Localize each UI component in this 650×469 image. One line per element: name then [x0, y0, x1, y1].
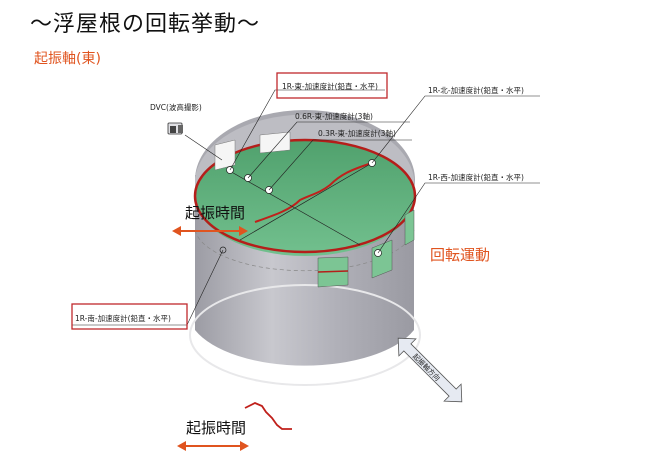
label-1r-east: 1R-東-加速度計(鉛直・水平) [282, 81, 378, 91]
label-1r-west: 1R-西-加速度計(鉛直・水平) [428, 172, 524, 182]
label-dvc: DVC(波高撮影) [150, 102, 202, 112]
sensor-1r-south [219, 246, 227, 254]
page-title: 〜浮屋根の回転挙動〜 [30, 12, 261, 37]
label-06r-east: 0.6R-東-加速度計(3軸) [295, 111, 373, 121]
wave-line [254, 162, 373, 223]
label-1r-south: 1R-南-加速度計(鉛直・水平) [75, 313, 171, 323]
double-arrow-top-icon [172, 226, 248, 236]
highlight-box-east [276, 72, 388, 99]
video-camera-icon [167, 122, 183, 135]
floating-roof [195, 136, 415, 256]
excitation-time-label-top: 起振時間 [185, 204, 245, 222]
excitation-axis-label: 起振軸(東) [34, 51, 101, 67]
label-03r-east: 0.3R-東-加速度計(3軸) [318, 128, 396, 138]
excitation-direction-arrow-icon: 起振軸方向 [397, 337, 463, 403]
rotation-label: 回転運動 [430, 246, 490, 264]
excitation-time-label-bottom: 起振時間 [186, 419, 246, 437]
highlight-box-south [71, 303, 188, 330]
wave-sample-line [244, 402, 292, 430]
tank-body [189, 110, 421, 386]
excitation-direction-label: 起振軸方向 [411, 352, 442, 383]
label-1r-north: 1R-北-加速度計(鉛直・水平) [428, 85, 524, 95]
double-arrow-bottom-icon [177, 441, 249, 451]
